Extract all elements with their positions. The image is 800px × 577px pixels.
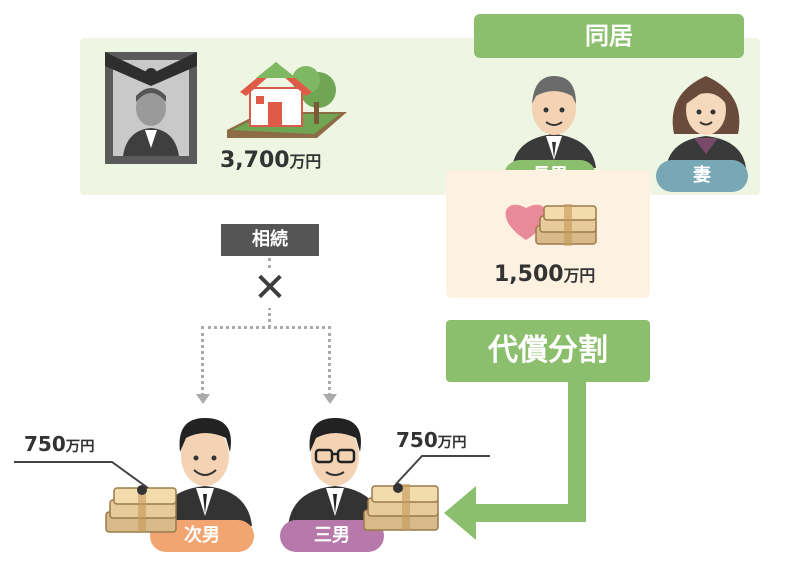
second-son-amount: 750万円 <box>24 432 95 456</box>
compensation-method-tag: 代償分割 <box>446 320 650 382</box>
flow-arrow <box>440 382 590 542</box>
wife-label: 妻 <box>656 160 748 192</box>
wife-avatar <box>660 64 752 168</box>
house-icon <box>222 52 352 144</box>
money-stack-icon <box>362 480 442 534</box>
heart-money-icon <box>500 196 600 258</box>
arrow-down-icon <box>196 394 210 404</box>
cohabitation-tag: 同居 <box>474 14 744 58</box>
memorial-portrait-icon <box>105 52 197 164</box>
third-son-avatar <box>282 408 388 526</box>
second-son-avatar <box>152 408 258 526</box>
excluded-mark: ✕ <box>250 268 290 308</box>
third-son-callout-line <box>394 452 494 488</box>
arrow-down-icon <box>323 394 337 404</box>
dotted-branch-left <box>201 326 204 396</box>
eldest-son-avatar <box>506 64 602 168</box>
third-son-amount: 750万円 <box>396 428 467 452</box>
second-son-callout-line <box>14 458 154 492</box>
dotted-branch-horizontal <box>201 326 331 329</box>
estate-amount: 3,700万円 <box>220 148 322 173</box>
dotted-branch-right <box>328 326 331 396</box>
money-stack-icon <box>104 484 180 536</box>
inheritance-tag: 相続 <box>221 224 319 256</box>
compensation-amount: 1,500万円 <box>494 262 596 287</box>
